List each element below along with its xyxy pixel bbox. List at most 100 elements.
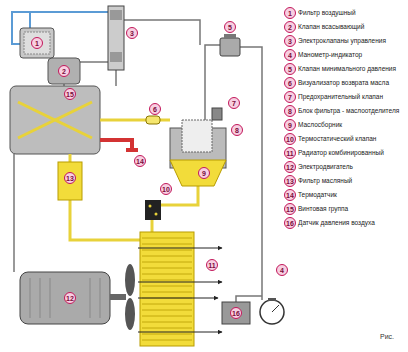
callout-circle: 15 xyxy=(64,88,76,100)
manometer xyxy=(272,305,279,312)
legend-text: Фильтр масляный xyxy=(298,177,404,185)
legend-text: Датчик давления воздуха xyxy=(298,219,404,227)
legend-number-circle: 7 xyxy=(284,91,296,103)
callout-number: 3 xyxy=(130,30,134,37)
radiator-fin xyxy=(142,262,192,263)
manometer xyxy=(260,298,284,324)
legend-number-circle: 5 xyxy=(284,63,296,75)
min-pressure-valve xyxy=(220,38,240,56)
thermo-sensor xyxy=(100,140,138,150)
solenoid-valves xyxy=(110,10,122,20)
callout-number: 5 xyxy=(288,66,292,73)
radiator-fin xyxy=(142,304,192,305)
radiator xyxy=(140,232,194,346)
screw-block xyxy=(10,86,100,154)
legend-number-circle: 11 xyxy=(284,147,296,159)
callout-number: 9 xyxy=(288,122,292,129)
legend-text: Предохранительный клапан xyxy=(298,93,404,101)
radiator-fin xyxy=(142,310,192,311)
callout-number: 4 xyxy=(288,52,292,59)
legend-text: Клапан минимального давления xyxy=(298,65,404,73)
motor xyxy=(20,272,110,324)
motor xyxy=(125,264,135,296)
callout-number: 8 xyxy=(235,127,239,134)
callout-number: 10 xyxy=(286,136,294,143)
callout-circle: 7 xyxy=(228,97,240,109)
callout-number: 8 xyxy=(288,108,292,115)
callout-number: 10 xyxy=(162,186,170,193)
separator xyxy=(170,160,226,186)
suction-valve xyxy=(48,58,80,84)
legend-number-circle: 8 xyxy=(284,105,296,117)
solenoid-valves xyxy=(110,52,122,62)
callout-circle: 6 xyxy=(149,103,161,115)
callout-number: 13 xyxy=(66,175,74,182)
callout-number: 15 xyxy=(66,91,74,98)
callout-number: 15 xyxy=(286,206,294,213)
legend-number-circle: 1 xyxy=(284,7,296,19)
motor xyxy=(30,278,100,318)
callout-circle: 11 xyxy=(206,259,218,271)
callout-circle: 9 xyxy=(198,167,210,179)
legend-text: Манометр-индикатор xyxy=(298,51,404,59)
oil-line xyxy=(70,200,140,240)
air-flow-arrows xyxy=(138,282,222,283)
radiator-fin xyxy=(142,238,192,239)
radiator-fin xyxy=(142,292,192,293)
sight-glass xyxy=(146,116,160,124)
radiator-fin xyxy=(142,286,192,287)
radiator-fin xyxy=(142,250,192,251)
callout-number: 16 xyxy=(286,220,294,227)
min-pressure-valve xyxy=(224,34,236,39)
radiator-fin xyxy=(142,328,192,329)
separator xyxy=(170,108,226,186)
legend-number-circle: 10 xyxy=(284,133,296,145)
figure-label: Рис. xyxy=(380,333,394,340)
legend-text: Визуализатор возврата масла xyxy=(298,79,404,87)
legend-text: Электродвигатель xyxy=(298,163,404,171)
radiator-fin xyxy=(142,268,192,269)
thermo-sensor xyxy=(100,140,138,150)
legend-text: Винтовая группа xyxy=(298,205,404,213)
callout-number: 14 xyxy=(286,192,294,199)
callout-number: 11 xyxy=(208,262,215,269)
callout-circle: 4 xyxy=(276,264,288,276)
radiator-fin xyxy=(142,334,192,335)
callout-number: 6 xyxy=(153,106,157,113)
callout-number: 1 xyxy=(35,40,39,47)
solenoid-valves xyxy=(108,6,124,70)
air-filter xyxy=(20,28,54,58)
motor xyxy=(110,294,126,300)
radiator-fin xyxy=(142,244,192,245)
callout-number: 3 xyxy=(288,38,292,45)
legend-text: Электроклапаны управления xyxy=(298,37,404,45)
pressure-sensor xyxy=(222,302,250,324)
manometer xyxy=(268,298,276,301)
legend-number-circle: 14 xyxy=(284,189,296,201)
control-line xyxy=(80,61,108,63)
motor xyxy=(125,298,135,330)
callout-circle: 12 xyxy=(64,292,76,304)
screw-block xyxy=(10,86,100,154)
screw-block xyxy=(18,102,92,138)
thermostatic-valve xyxy=(145,200,161,220)
callout-number: 7 xyxy=(288,94,292,101)
callout-circle: 13 xyxy=(64,172,76,184)
control-line xyxy=(124,20,200,45)
callout-number: 2 xyxy=(62,68,66,75)
air-flow-arrows xyxy=(138,298,218,299)
callout-number: 11 xyxy=(286,150,293,157)
radiator-fin xyxy=(142,274,192,275)
air-line xyxy=(30,12,108,28)
control-line xyxy=(236,296,262,302)
air-flow-arrows xyxy=(138,248,222,332)
legend-number-circle: 2 xyxy=(284,21,296,33)
manometer xyxy=(260,300,284,324)
callout-number: 14 xyxy=(136,158,144,165)
suction-valve xyxy=(48,58,80,84)
oil-line xyxy=(161,185,198,205)
control-line xyxy=(13,154,15,272)
legend-text: Термодатчик xyxy=(298,191,404,199)
callout-number: 6 xyxy=(288,80,292,87)
